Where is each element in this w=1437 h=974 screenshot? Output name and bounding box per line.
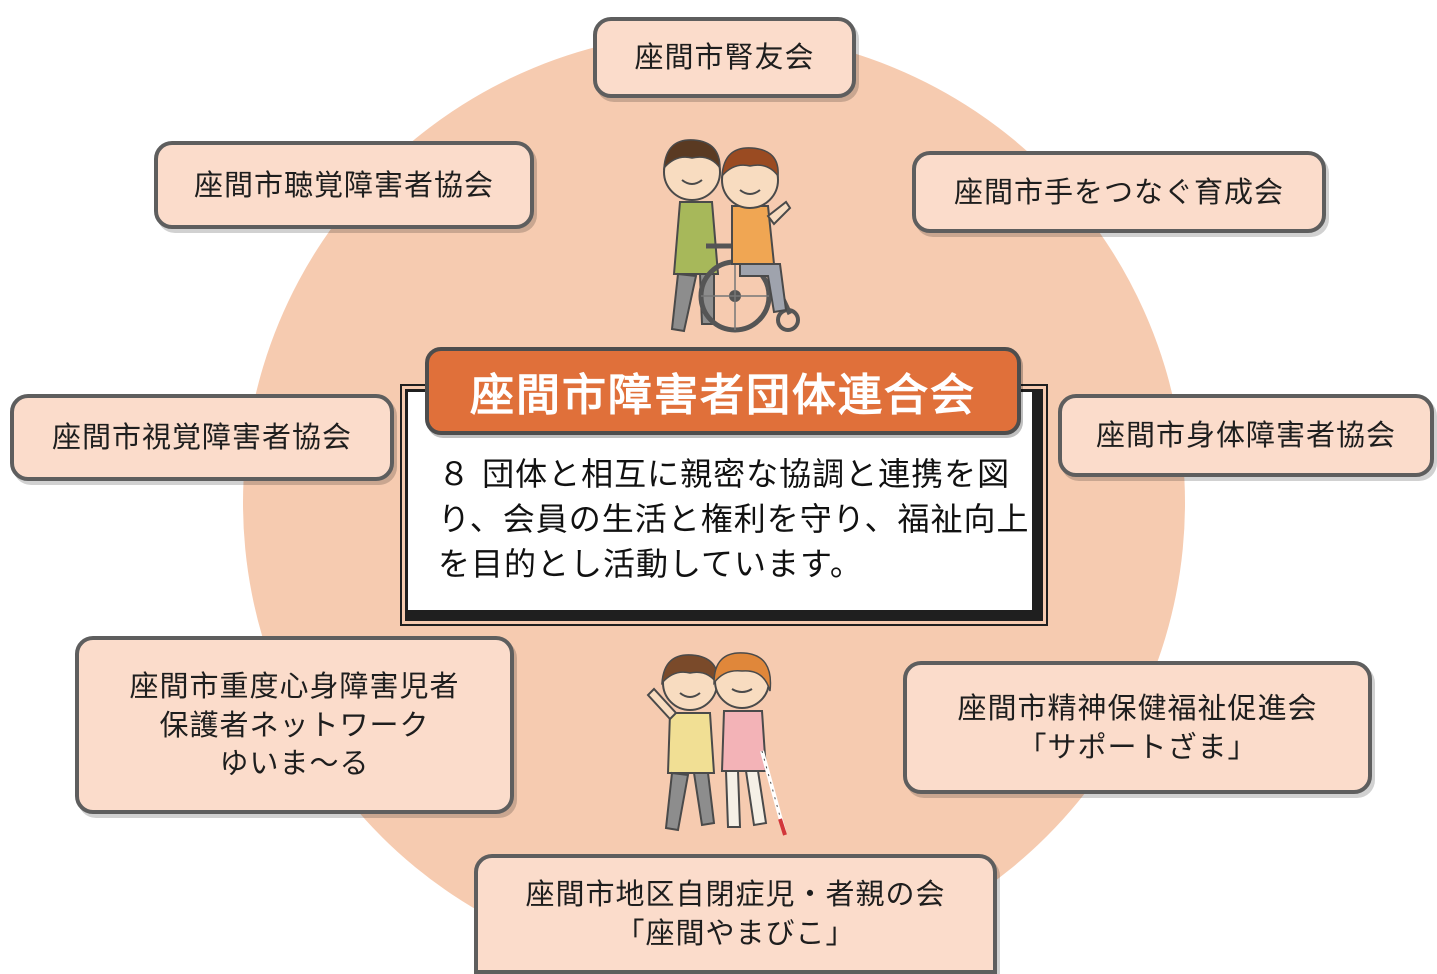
org-box-visual: 座間市視覚障害者協会 [10,394,394,481]
org-box-autism: 座間市地区自閉症児・者親の会 「座間やまびこ」 [474,854,997,974]
org-box-hand-in-hand: 座間市手をつなぐ育成会 [912,151,1326,233]
org-box-mental: 座間市精神保健福祉促進会 「サポートざま」 [903,661,1372,794]
org-box-physical: 座間市身体障害者協会 [1058,394,1434,477]
federation-title: 座間市障害者団体連合会 [425,347,1021,435]
center-description: ８ 団体と相互に親密な協調と連携を図 り、会員の生活と権利を守り、福祉向上 を目… [438,455,1030,583]
org-label: 座間市重度心身障害児者 保護者ネットワーク ゆいま〜る [129,668,460,781]
wheelchair-helper-illustration [663,139,800,333]
org-label: 座間市腎友会 [634,40,815,75]
org-label: 座間市手をつなぐ育成会 [953,174,1284,209]
org-label: 座間市視覚障害者協会 [51,420,352,455]
org-box-hearing: 座間市聴覚障害者協会 [154,141,534,229]
guide-walk-illustration [646,652,787,836]
org-label: 座間市精神保健福祉促進会 「サポートざま」 [957,690,1318,764]
org-label: 座間市身体障害者協会 [1095,418,1396,453]
org-label: 座間市聴覚障害者協会 [193,167,494,202]
org-box-kidney: 座間市腎友会 [593,17,856,98]
org-box-severe: 座間市重度心身障害児者 保護者ネットワーク ゆいま〜る [75,636,514,814]
org-label: 座間市地区自閉症児・者親の会 「座間やまびこ」 [525,877,946,950]
